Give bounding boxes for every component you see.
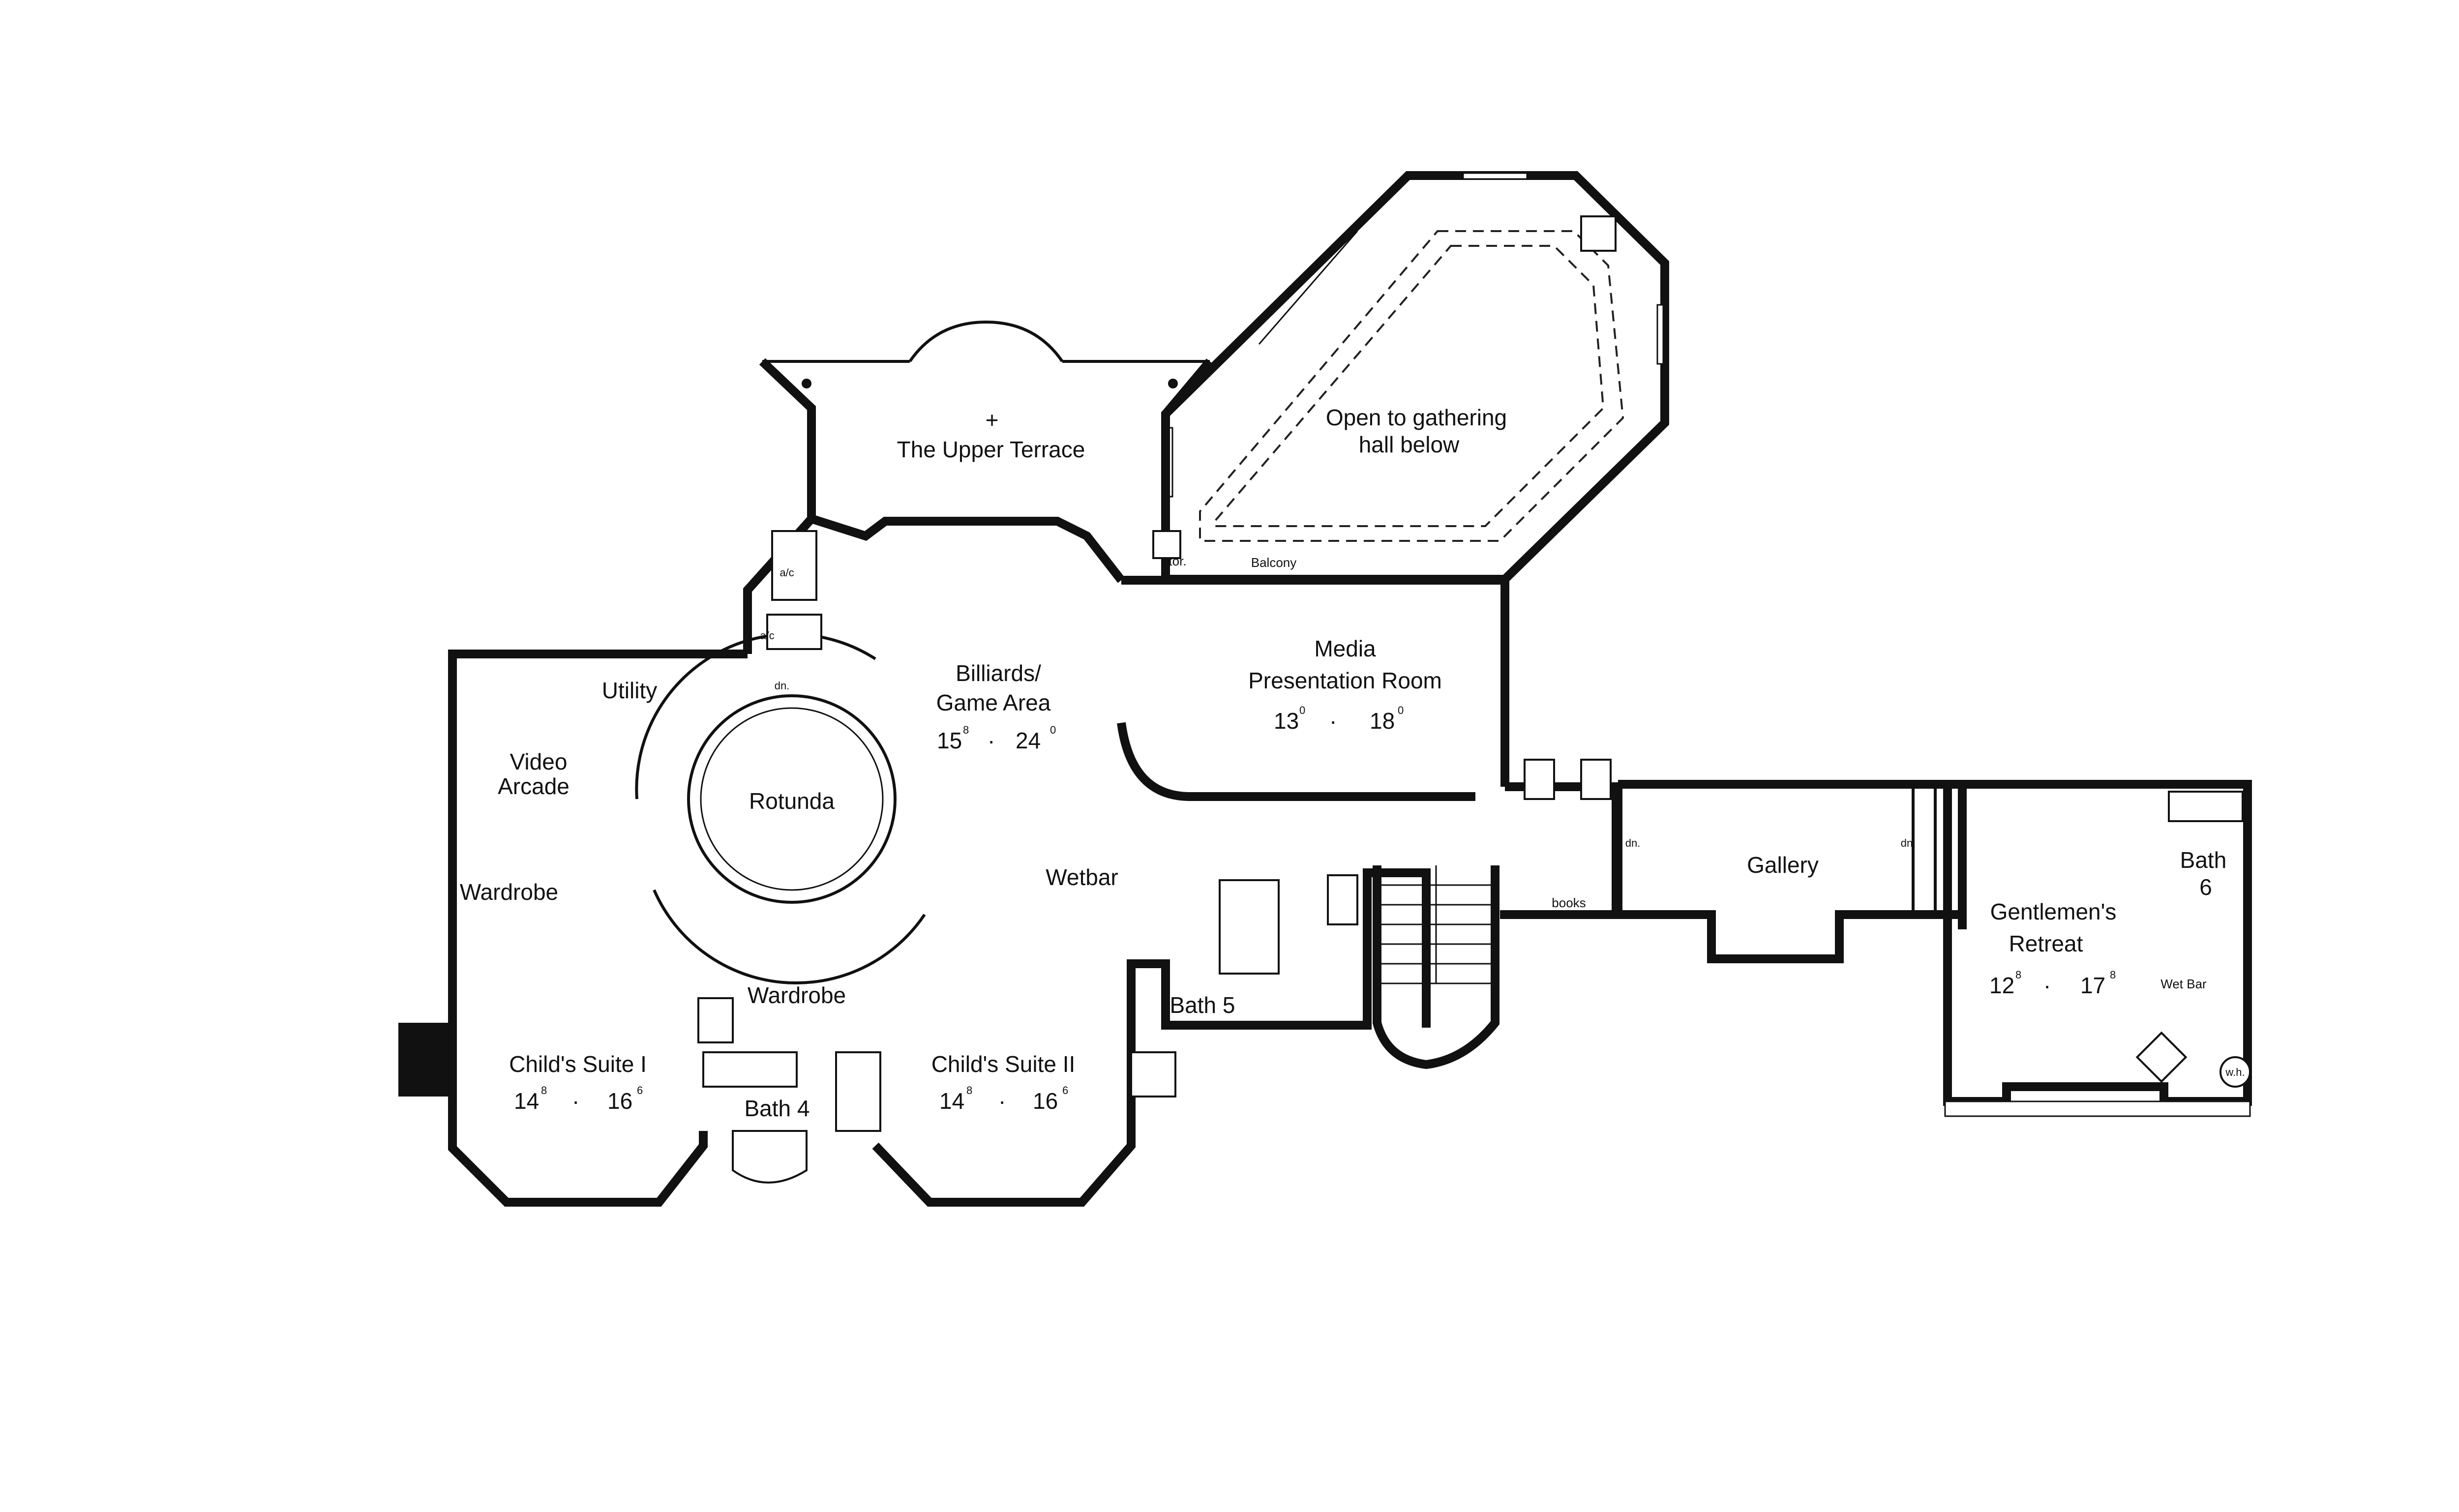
svg-text:8: 8 <box>966 1084 972 1097</box>
svg-text:17: 17 <box>2080 973 2105 998</box>
east-wing <box>1612 780 2252 1117</box>
upper-terrace <box>759 320 1213 531</box>
label-ac-2: a/c <box>760 629 774 642</box>
svg-text:·: · <box>988 728 995 753</box>
label-dn-gallery-1: dn. <box>1625 837 1641 849</box>
svg-text:14: 14 <box>514 1088 539 1114</box>
open-to-hall-area <box>1161 171 1669 584</box>
label-bath4: Bath 4 <box>745 1096 810 1121</box>
svg-text:14: 14 <box>939 1088 964 1114</box>
svg-text:8: 8 <box>2015 969 2021 981</box>
svg-text:24: 24 <box>1016 728 1041 753</box>
label-video-arcade-2: Arcade <box>498 773 570 799</box>
dim-gentlemens: 12 8 · 17 8 <box>1989 969 2116 998</box>
fixtures <box>697 530 1612 1184</box>
rotunda <box>635 632 926 985</box>
svg-text:·: · <box>2043 973 2051 998</box>
label-gentlemens-1: Gentlemen's <box>1990 899 2117 924</box>
label-billiards-1: Billiards/ <box>956 660 1041 686</box>
label-dn-gallery-2: dn. <box>1901 837 1916 849</box>
svg-text:6: 6 <box>1062 1084 1068 1097</box>
main-walls <box>398 514 1622 1207</box>
svg-text:16: 16 <box>607 1088 632 1114</box>
svg-text:·: · <box>572 1088 579 1114</box>
label-bath5: Bath 5 <box>1170 992 1235 1018</box>
dim-billiards: 15 8 · 24 0 <box>937 724 1056 753</box>
svg-text:6: 6 <box>637 1084 643 1097</box>
label-media-2: Presentation Room <box>1248 668 1442 693</box>
svg-text:·: · <box>998 1088 1006 1114</box>
label-billiards-2: Game Area <box>936 690 1051 715</box>
label-open-to-hall-2: hall below <box>1359 432 1460 457</box>
svg-text:·: · <box>1329 708 1337 734</box>
label-bath6-2: 6 <box>2199 874 2212 900</box>
dim-media: 13 0 · 18 0 <box>1274 704 1404 734</box>
svg-text:8: 8 <box>541 1084 547 1097</box>
label-childs-suite-2: Child's Suite II <box>931 1051 1076 1077</box>
svg-text:0: 0 <box>1398 704 1404 716</box>
label-utility: Utility <box>602 678 657 703</box>
label-dn-rotunda: dn. <box>775 680 790 692</box>
label-wardrobe-left: Wardrobe <box>460 879 558 905</box>
label-childs-suite-1: Child's Suite I <box>509 1051 647 1077</box>
label-balcony: Balcony <box>1251 555 1297 570</box>
label-books: books <box>1552 895 1586 910</box>
label-upper-terrace: The Upper Terrace <box>897 437 1085 462</box>
stair-tower <box>1373 865 1499 1069</box>
label-gentlemens-2: Retreat <box>2009 931 2083 956</box>
label-ac-1: a/c <box>780 566 794 579</box>
dim-childs-suite-2: 14 8 · 16 6 <box>939 1084 1068 1114</box>
label-video-arcade-1: Video <box>510 749 568 774</box>
label-rotunda: Rotunda <box>749 788 835 814</box>
svg-text:15: 15 <box>937 728 962 753</box>
svg-text:8: 8 <box>2110 969 2116 981</box>
svg-text:0: 0 <box>1050 724 1056 736</box>
label-gallery: Gallery <box>1747 852 1819 878</box>
svg-text:12: 12 <box>1989 973 2014 998</box>
label-open-to-hall-1: Open to gathering <box>1326 405 1507 430</box>
label-wardrobe-mid: Wardrobe <box>748 982 846 1008</box>
label-bath6-1: Bath <box>2180 847 2227 873</box>
svg-text:0: 0 <box>1299 704 1305 716</box>
label-wetbar: Wetbar <box>1046 864 1118 890</box>
label-wh: w.h. <box>2225 1066 2245 1078</box>
labels: + The Upper Terrace Open to gathering ha… <box>460 405 2245 1121</box>
svg-text:8: 8 <box>963 724 969 736</box>
label-wet-bar: Wet Bar <box>2160 977 2207 991</box>
label-media-1: Media <box>1314 636 1376 661</box>
svg-text:16: 16 <box>1033 1088 1058 1114</box>
svg-text:13: 13 <box>1274 708 1299 734</box>
dim-childs-suite-1: 14 8 · 16 6 <box>514 1084 643 1114</box>
terrace-marker: + <box>986 407 999 433</box>
label-stor: stor. <box>1162 554 1186 568</box>
svg-text:18: 18 <box>1370 708 1395 734</box>
